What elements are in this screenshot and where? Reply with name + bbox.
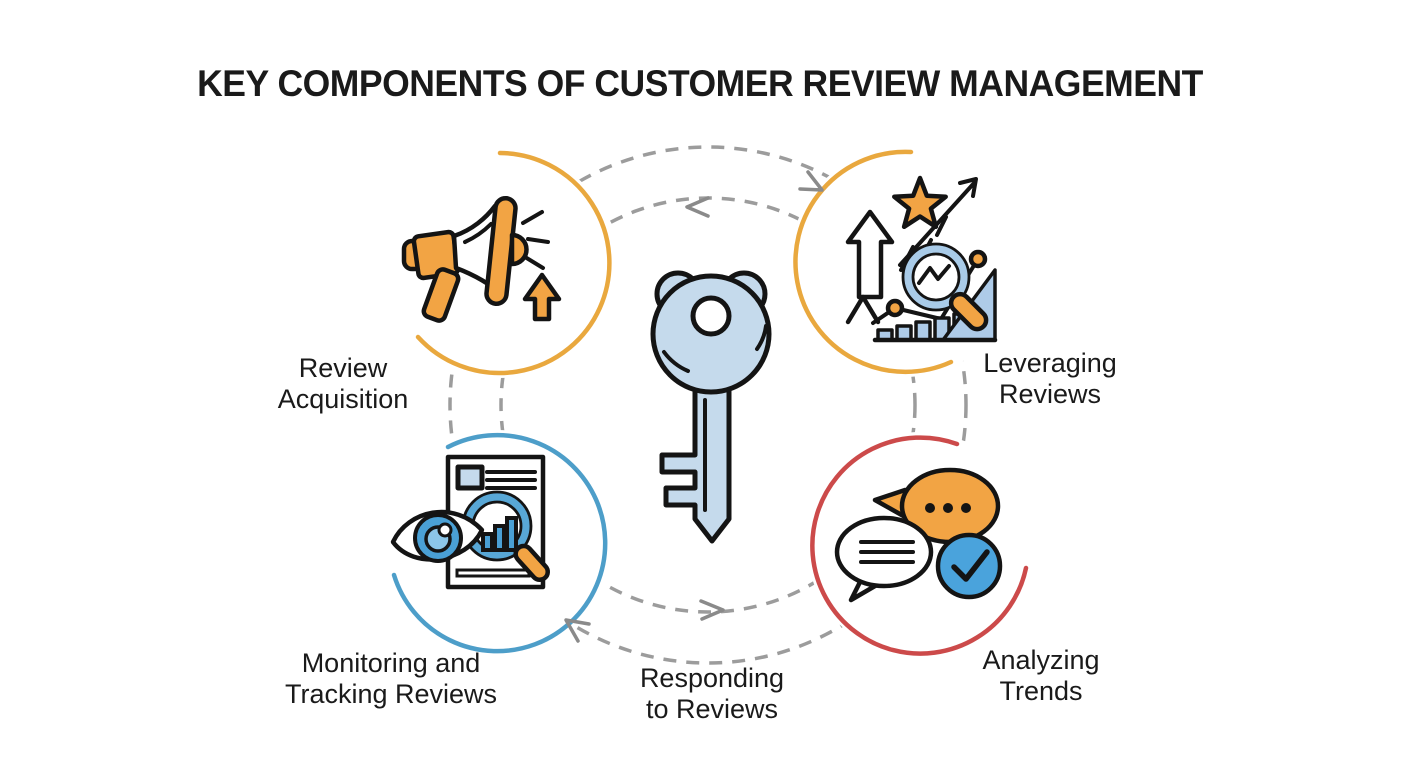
label-line: Trends (999, 676, 1083, 706)
analyzing-trends-ring (810, 435, 1029, 656)
check-circle (935, 532, 1003, 600)
up-arrow-icon (522, 272, 562, 322)
label-line: Reviews (998, 379, 1102, 409)
magnifier-icon (461, 490, 550, 583)
checkmark-icon (951, 549, 990, 582)
key-icon (650, 270, 772, 544)
flow-arrowhead-bottom-left (564, 618, 591, 643)
review-acquisition-ring (415, 150, 612, 376)
outer-flow-dashed-circle (448, 145, 968, 665)
flow-arrowhead-top-right (798, 170, 824, 192)
chat-bubbles-check-icon (834, 467, 1003, 603)
magnifier-icon (901, 242, 989, 332)
flow-arrowhead-bottom-right (699, 599, 725, 621)
megaphone-icon (401, 195, 562, 323)
label-line: Leveraging (983, 348, 1117, 378)
star-icon (892, 175, 948, 230)
label-line: Monitoring and (301, 648, 481, 678)
monitoring-tracking-ring (391, 432, 608, 654)
label-line: Analyzing (982, 645, 1100, 675)
label-line: Review (298, 353, 388, 383)
growth-chart-magnifier-icon (845, 175, 998, 343)
flow-arrowhead-top-left (685, 196, 710, 218)
eye-report-magnifier-icon (390, 454, 550, 590)
eye-icon (390, 509, 485, 563)
label-responding-to-reviews: Responding to Reviews (640, 663, 784, 725)
leveraging-reviews-ring (793, 149, 954, 375)
label-line: to Reviews (645, 694, 779, 724)
label-leveraging-reviews: Leveraging Reviews (983, 348, 1117, 410)
label-analyzing-trends: Analyzing Trends (982, 645, 1099, 707)
label-monitoring-tracking: Monitoring and Tracking Reviews (285, 648, 497, 710)
up-block-arrow-icon (845, 209, 895, 300)
page-title: KEY COMPONENTS OF CUSTOMER REVIEW MANAGE… (197, 63, 1203, 104)
label-line: Responding (639, 663, 785, 693)
label-review-acquisition: Review Acquisition (278, 353, 409, 415)
label-line: Tracking Reviews (284, 679, 498, 709)
label-line: Acquisition (277, 384, 409, 414)
trend-arrowhead (958, 177, 978, 198)
